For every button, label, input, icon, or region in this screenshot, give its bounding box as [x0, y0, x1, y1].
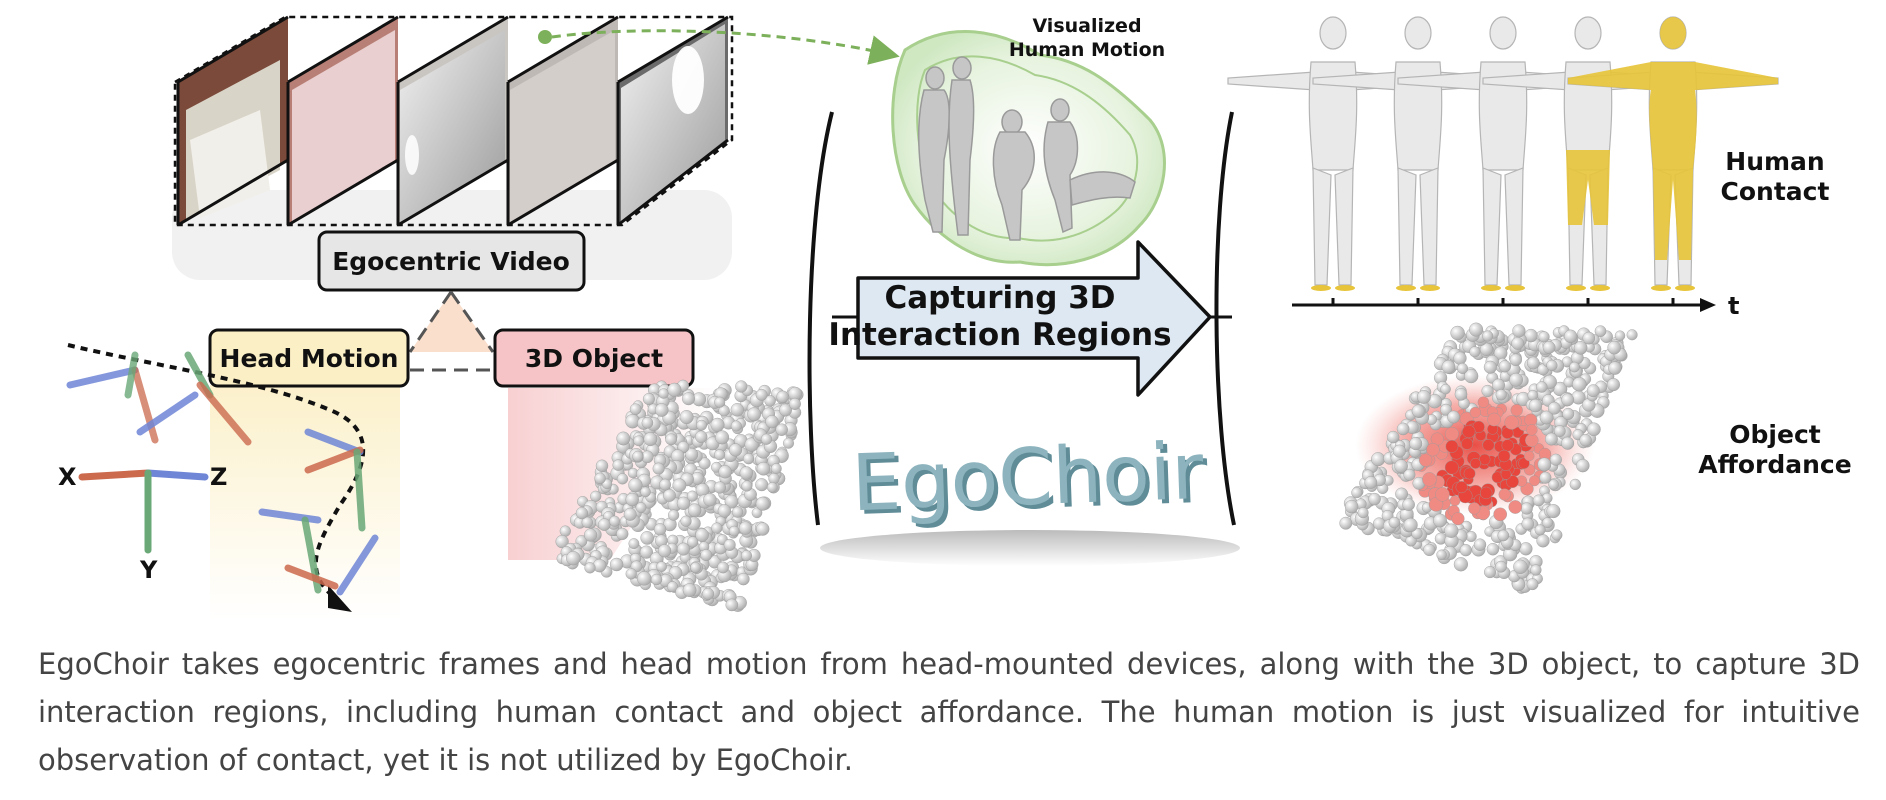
capturing-label-line1: Capturing 3D [884, 280, 1115, 316]
visualized-human-motion: Visualized Human Motion [891, 15, 1166, 267]
egocentric-video-box: Egocentric Video [317, 230, 586, 292]
figure: Egocentric Video Head Motion 3D Object [58, 15, 1852, 620]
axis-y-label: Y [139, 556, 158, 584]
coordinate-axes: X Z Y [58, 463, 227, 584]
object-affordance-line2: Affordance [1698, 450, 1851, 479]
head-motion-label: Head Motion [220, 344, 399, 373]
capturing-label-line2: Interaction Regions [828, 317, 1171, 353]
egochoir-logo: EgoChoir EgoChoir [820, 427, 1240, 566]
svg-text:EgoChoir: EgoChoir [850, 427, 1206, 529]
object-affordance-line1: Object [1729, 420, 1820, 449]
egocentric-video-label: Egocentric Video [332, 247, 570, 276]
video-frame-5 [618, 17, 728, 225]
visualized-motion-line2: Human Motion [1009, 39, 1165, 61]
video-frame-3 [398, 17, 508, 225]
head-motion-box: Head Motion [208, 328, 410, 388]
affordance-point-cloud [1339, 322, 1638, 594]
svg-text:EgoChoir: EgoChoir [854, 431, 1210, 533]
video-frame-2 [288, 17, 398, 225]
object-label: 3D Object [525, 344, 663, 373]
human-contact-line1: Human [1725, 147, 1824, 176]
figure-caption: EgoChoir takes egocentric frames and hea… [38, 647, 1860, 777]
visualized-motion-line1: Visualized [1032, 15, 1141, 37]
left-bracket [807, 111, 834, 526]
axis-z-label: Z [210, 463, 227, 491]
object-point-cloud [555, 379, 804, 612]
human-contact-sequence [1227, 16, 1779, 291]
right-bracket [1214, 111, 1236, 526]
capturing-arrow: Capturing 3D Interaction Regions [828, 240, 1212, 397]
head-motion-trajectory [66, 343, 379, 612]
time-axis: t [1292, 292, 1739, 320]
egocentric-video-frames [172, 15, 900, 280]
video-frame-4 [508, 17, 618, 225]
time-axis-label: t [1728, 292, 1739, 320]
object-box: 3D Object [493, 328, 695, 388]
axis-x-label: X [58, 463, 77, 491]
human-contact-line2: Contact [1721, 177, 1830, 206]
